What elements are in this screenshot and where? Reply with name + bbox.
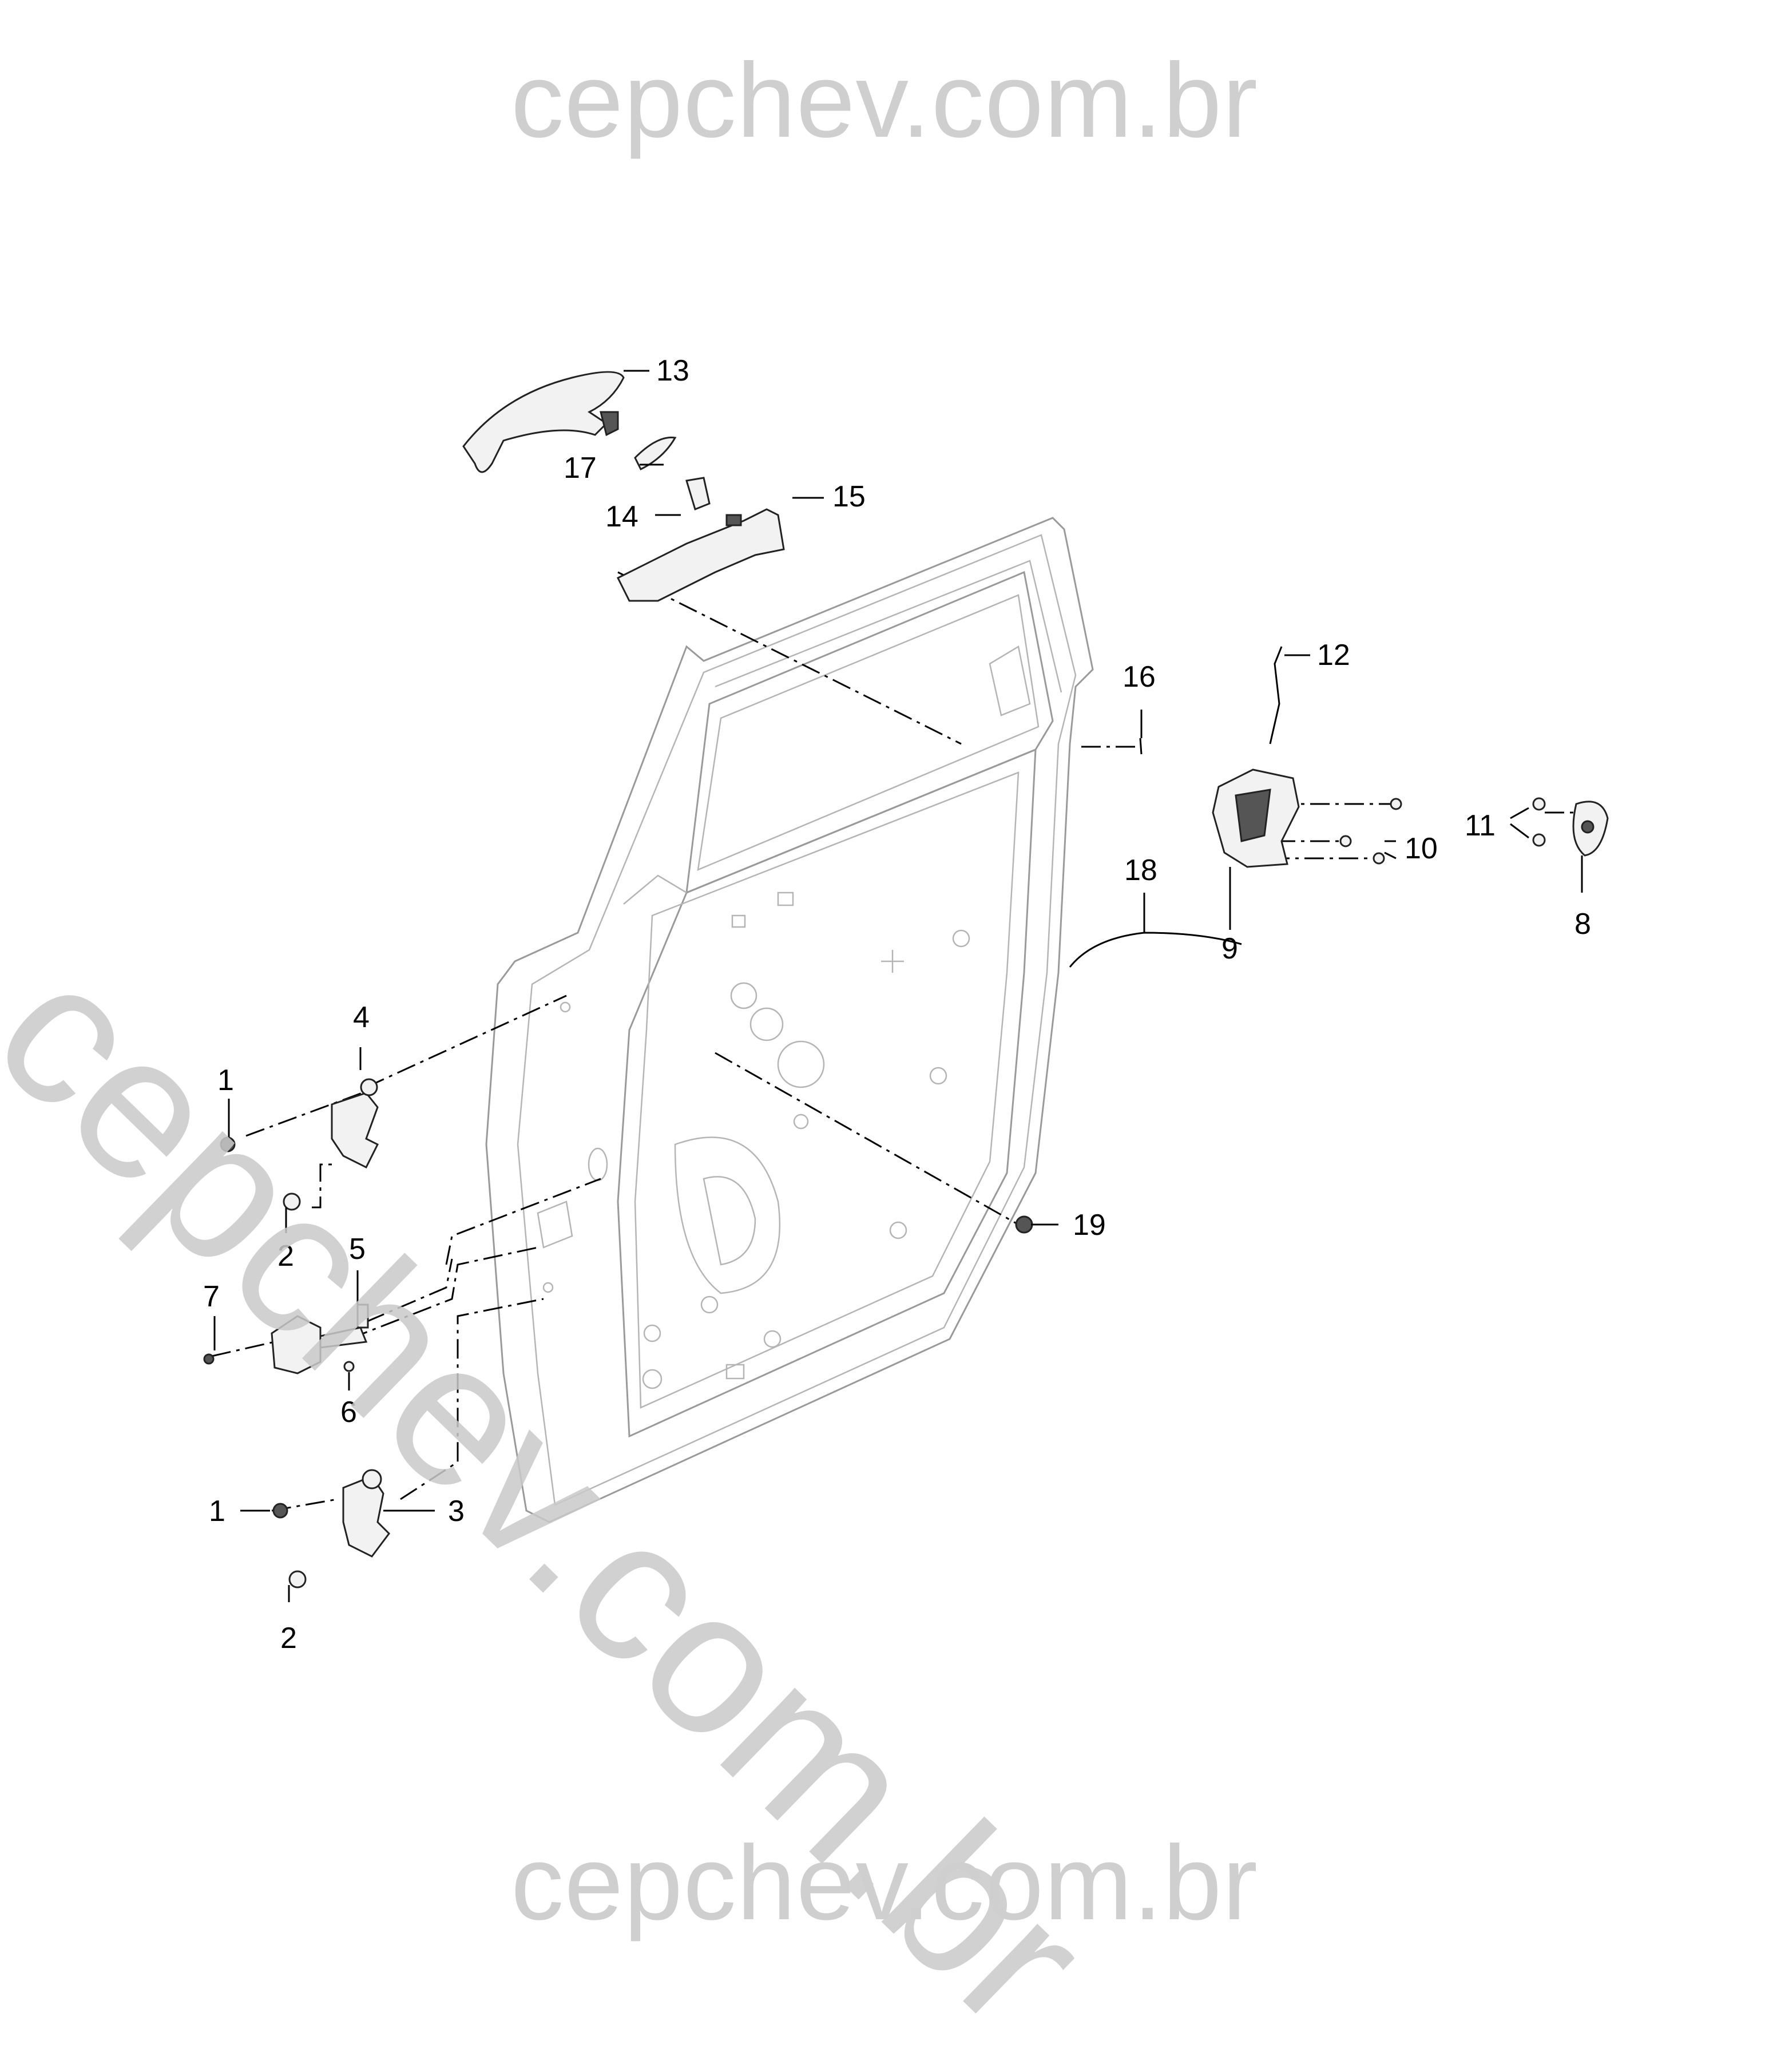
callout-7: 7 [203, 1280, 220, 1313]
callout-1-upper: 1 [217, 1064, 234, 1097]
door-check [271, 1304, 369, 1374]
callout-17: 17 [564, 451, 597, 485]
watermark-top: cepchev.com.br [510, 42, 1259, 160]
callout-6: 6 [340, 1396, 357, 1429]
callout-12: 12 [1317, 639, 1350, 672]
latch-cover [1572, 801, 1609, 857]
callout-15: 15 [832, 480, 866, 513]
watermark-bottom: cepchev.com.br [510, 1824, 1259, 1942]
callout-18: 18 [1124, 854, 1157, 887]
parts-diagram: cepchev.com.br [0, 42, 1609, 2070]
callouts: 13 17 14 15 16 12 11 10 8 18 9 4 1 2 19 … [203, 354, 1591, 1655]
callout-leaders [213, 370, 1583, 1602]
lower-hinge [342, 1469, 390, 1558]
cable [1069, 932, 1242, 968]
callout-16: 16 [1123, 660, 1156, 694]
door-panel [485, 517, 1094, 1523]
callout-2-upper: 2 [277, 1239, 294, 1273]
callout-9: 9 [1221, 932, 1238, 965]
clip-16 [1139, 738, 1143, 755]
callout-14: 14 [605, 500, 638, 533]
callout-1-lower: 1 [209, 1495, 225, 1528]
plug-19 [1015, 1215, 1033, 1234]
hinge-bolts [203, 1136, 355, 1588]
handle-bracket [616, 508, 785, 602]
callout-4: 4 [353, 1001, 370, 1034]
callout-3: 3 [448, 1495, 465, 1528]
screws-10 [1339, 798, 1402, 865]
outside-handle [462, 371, 625, 473]
upper-hinge [331, 1078, 379, 1169]
callout-11: 11 [1465, 809, 1496, 842]
callout-8: 8 [1574, 908, 1591, 941]
screws-11 [1532, 797, 1546, 847]
callout-19: 19 [1073, 1209, 1106, 1242]
callout-13: 13 [656, 354, 689, 387]
lock-rod [1269, 646, 1283, 744]
callout-5: 5 [349, 1233, 366, 1266]
handle-cap [685, 477, 711, 511]
callout-10: 10 [1405, 832, 1438, 865]
callout-2-lower: 2 [280, 1622, 297, 1655]
door-diagram-drawing: 13 17 14 15 16 12 11 10 8 18 9 4 1 2 19 … [203, 354, 1609, 1655]
assembly-lines [211, 571, 1579, 1512]
door-latch [1212, 768, 1300, 868]
